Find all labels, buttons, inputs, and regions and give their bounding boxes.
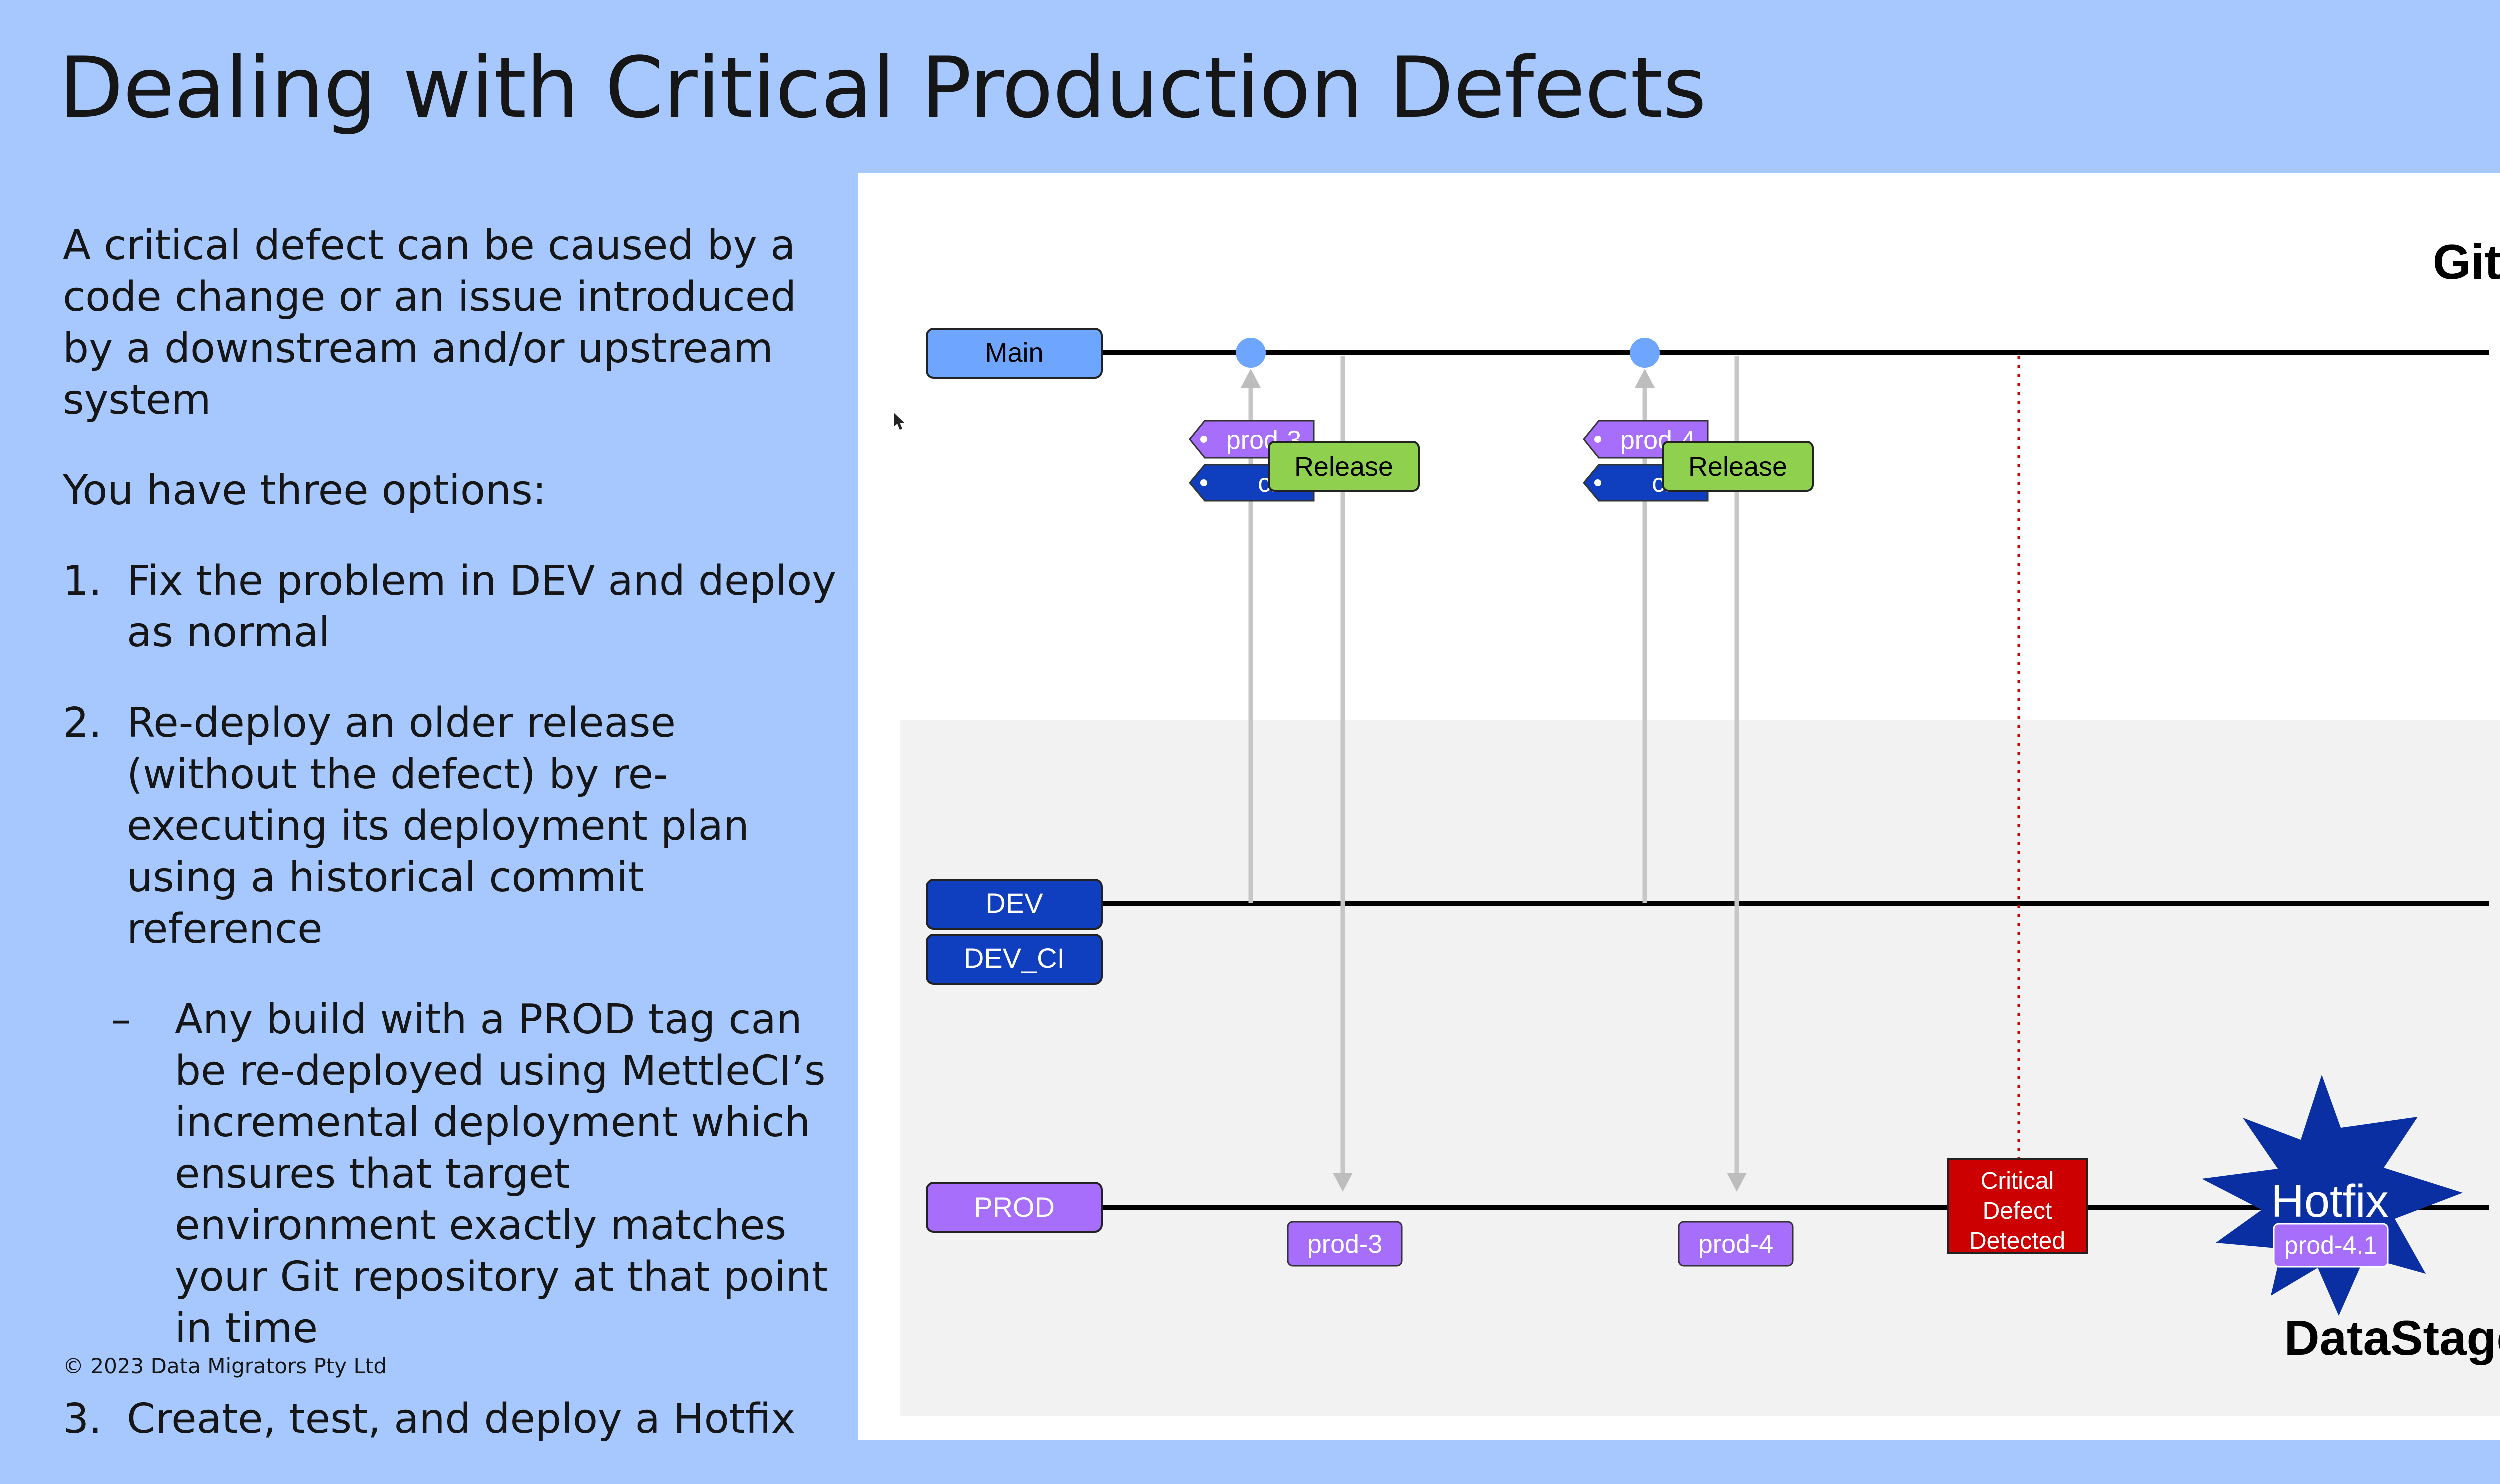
prod-tag-4-text: prod-4 (1698, 1230, 1774, 1259)
defect-line-3: Detected (1970, 1228, 2066, 1254)
release-3-text: Release (1294, 452, 1394, 482)
slide-title: Dealing with Critical Production Defects (59, 39, 1707, 137)
option-1-text: Fix the problem in DEV and deploy as nor… (127, 558, 836, 656)
option-1: 1. Fix the problem in DEV and deploy as … (63, 556, 843, 658)
cursor-icon (894, 413, 904, 430)
release-green-box-4: Release (1662, 441, 1814, 492)
diagram-panel: Main DEV DEV_CI PROD prod-3 ci-3 prod-4 … (858, 173, 2500, 1440)
option-2-number: 2. (63, 700, 102, 747)
hotfix-burst: Hotfix (2202, 1075, 2463, 1316)
branch-dev-label: DEV (986, 888, 1044, 919)
option-2-sub-bullet: – Any build with a PROD tag can be re-de… (63, 994, 843, 1354)
branch-prod: PROD (926, 1182, 1103, 1233)
defect-line-1: Critical (1981, 1168, 2054, 1194)
prod-tag-4-1: prod-4.1 (2273, 1223, 2389, 1268)
intro-text: A critical defect can be caused by a cod… (63, 222, 797, 424)
release-arrow-4 (1727, 356, 1747, 1192)
slide-body: A critical defect can be caused by a cod… (63, 220, 843, 1484)
branch-dev-ci: DEV_CI (926, 934, 1103, 985)
commit-node-3 (1236, 338, 1266, 368)
branch-dev-ci-label: DEV_CI (964, 942, 1065, 974)
critical-defect-box: Critical Defect Detected (1947, 1158, 2088, 1254)
branch-main: Main (926, 328, 1103, 379)
option-3: 3. Create, test, and deploy a Hotfix (63, 1394, 843, 1445)
prod-tag-4-1-text: prod-4.1 (2284, 1232, 2378, 1260)
option-2: 2. Re-deploy an older release (without t… (63, 698, 843, 955)
git-flow-diagram: Main DEV DEV_CI PROD prod-3 ci-3 prod-4 … (894, 234, 2500, 1416)
prod-tag-3-text: prod-3 (1308, 1230, 1382, 1259)
sub-bullet-text: Any build with a PROD tag can be re-depl… (175, 996, 828, 1352)
branch-main-label: Main (985, 338, 1044, 368)
release-green-box-3: Release (1268, 441, 1420, 492)
branch-prod-label: PROD (974, 1192, 1055, 1223)
commit-node-4 (1630, 338, 1660, 368)
dash-marker: – (111, 996, 132, 1044)
defect-line-2: Defect (1983, 1198, 2052, 1224)
options-lead: You have three options: (63, 467, 547, 514)
copyright-notice: © 2023 Data Migrators Pty Ltd (63, 1354, 387, 1378)
hotfix-label: Hotfix (2271, 1176, 2388, 1227)
datastage-label: DataStage (2284, 1310, 2500, 1366)
hotfix-star-icon (2202, 1075, 2463, 1316)
prod-tag-3: prod-3 (1287, 1221, 1403, 1267)
datastage-zone (900, 720, 2500, 1416)
git-label: Git (2433, 234, 2500, 290)
option-3-text: Create, test, and deploy a Hotfix (127, 1396, 796, 1443)
option-2-text: Re-deploy an older release (without the … (127, 700, 750, 953)
option-3-number: 3. (63, 1396, 102, 1443)
release-4-text: Release (1688, 452, 1788, 482)
branch-dev: DEV (926, 879, 1103, 930)
release-arrow-3 (1333, 356, 1353, 1192)
prod-tag-4: prod-4 (1678, 1221, 1794, 1267)
option-1-number: 1. (63, 558, 102, 605)
